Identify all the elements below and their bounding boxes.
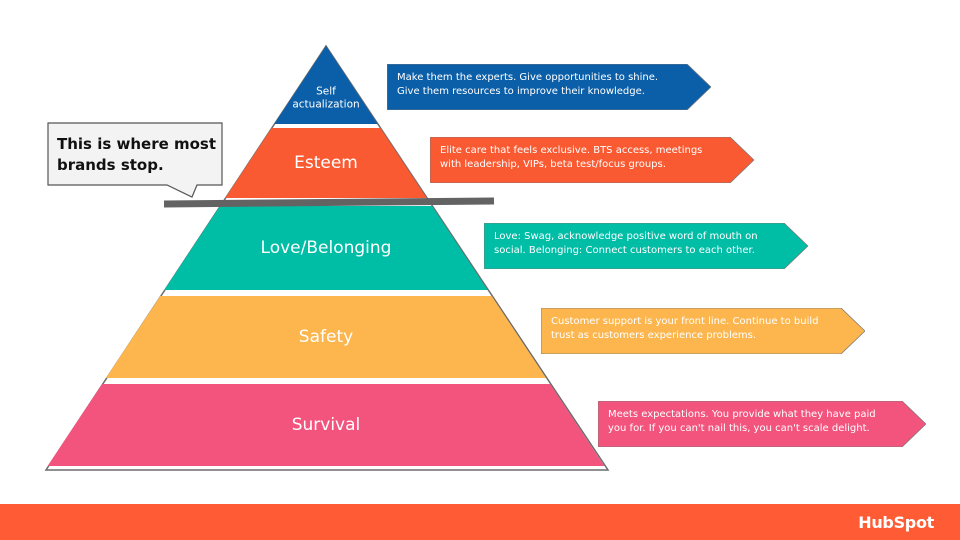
pyramid-level-label: Esteem	[294, 153, 358, 173]
callout-bubble	[47, 122, 223, 198]
arrow-shape	[484, 223, 808, 269]
arrow-shape	[541, 308, 865, 354]
pyramid-level-label: Survival	[292, 415, 361, 435]
arrow-text: Love: Swag, acknowledge positive word of…	[494, 231, 758, 256]
arrow-text: Customer support is your front line. Con…	[551, 316, 819, 341]
callout-box: This is where most brands stop.	[47, 122, 237, 217]
brands-stop-line	[163, 197, 495, 208]
arrow-shape	[430, 137, 754, 183]
description-arrow-0: Make them the experts. Give opportunitie…	[387, 64, 711, 110]
arrow-text: Make them the experts. Give opportunitie…	[397, 72, 659, 97]
pyramid-level-1	[225, 128, 427, 198]
pyramid-level-0	[274, 46, 378, 124]
pyramid-level-3	[105, 296, 547, 378]
pyramid-level-label: Safety	[299, 327, 353, 347]
hubspot-logo: HubSpot	[858, 513, 934, 532]
description-arrow-3: Customer support is your front line. Con…	[541, 308, 865, 354]
pyramid-level-label: Love/Belonging	[261, 238, 392, 258]
hierarchy-pyramid: Self actualizationEsteemLove/BelongingSaf…	[44, 44, 610, 471]
footer-bar: HubSpot	[0, 504, 960, 540]
callout-text: This is where most brands stop.	[57, 135, 217, 174]
description-arrow-2: Love: Swag, acknowledge positive word of…	[484, 223, 808, 269]
arrow-shape	[387, 64, 711, 110]
arrow-text: Meets expectations. You provide what the…	[608, 409, 876, 434]
pyramid-level-label: Self	[316, 85, 336, 97]
arrow-shape	[598, 401, 926, 447]
pyramid-level-2	[164, 206, 488, 290]
description-arrow-4: Meets expectations. You provide what the…	[598, 401, 926, 447]
pyramid-level-4	[47, 384, 605, 466]
description-arrow-1: Elite care that feels exclusive. BTS acc…	[430, 137, 754, 183]
arrow-text: Elite care that feels exclusive. BTS acc…	[440, 145, 703, 170]
pyramid-level-label: actualization	[292, 99, 359, 111]
